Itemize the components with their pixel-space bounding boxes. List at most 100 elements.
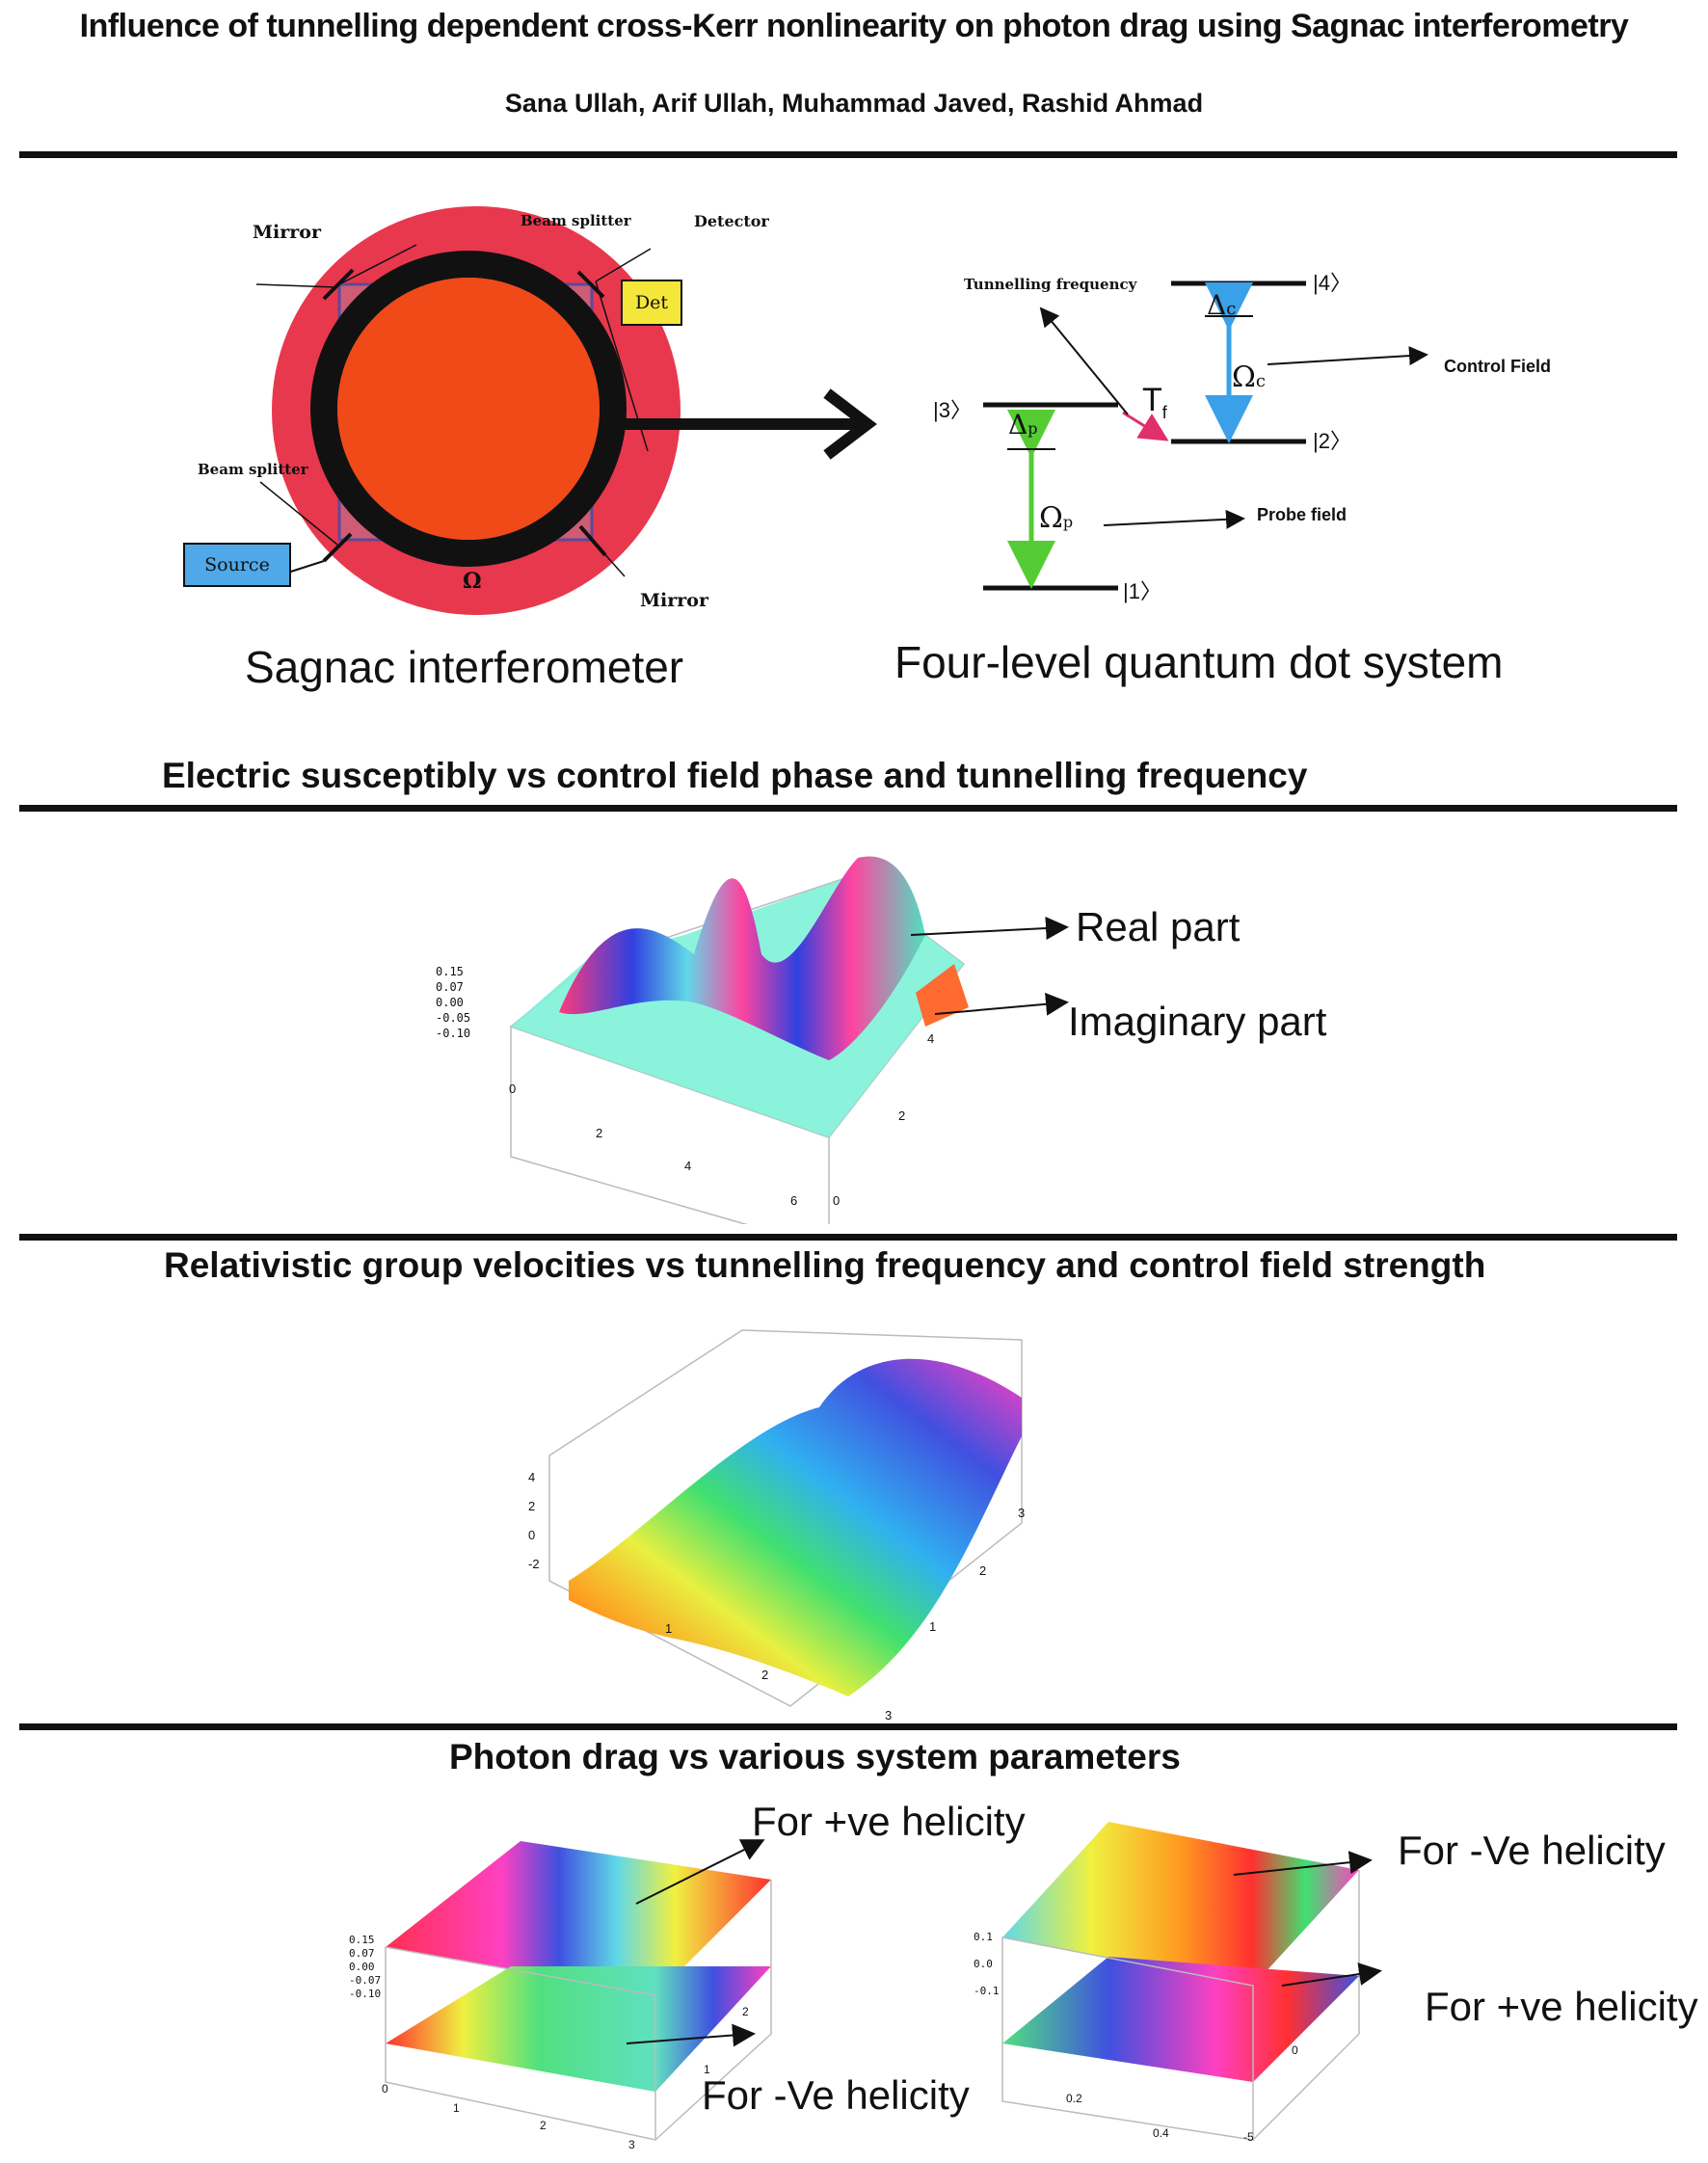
pointer [593,541,626,577]
label-beam-splitter-top: Beam splitter [520,212,631,229]
x-tick: 0.2 [1066,2092,1082,2105]
pointer [595,248,652,282]
sagnac-diagram [255,206,681,615]
photon-drag-left-plot [385,1841,772,2141]
pointer [259,481,338,546]
y-tick: 0 [833,1193,841,1208]
x-tick: 1 [453,2101,460,2115]
right-negative-helicity-label: For -Ve helicity [1398,1828,1666,1873]
plot-box-side [1252,1870,1360,2141]
positive-helicity-pointer [635,1839,765,1905]
quantum-dot-caption: Four-level quantum dot system [894,637,1504,687]
ket-3: |3〉 [933,398,972,422]
x-tick: 6 [790,1193,798,1208]
label-control-field: Control Field [1444,357,1551,376]
real-part-label: Real part [1076,904,1241,949]
x-tick: 4 [684,1159,692,1173]
probe-pointer [1103,509,1245,529]
real-part-pointer [910,917,1069,940]
label-delta-p: Δp [1008,409,1038,441]
control-pointer [1267,346,1428,366]
negative-helicity-pointer [1233,1851,1373,1876]
plot-box-side [654,1880,772,2141]
energy-level-diagram [983,280,1428,591]
x-tick: 2 [761,1668,769,1682]
x-tick: 2 [596,1126,603,1140]
positive-helicity-pointer [1281,1963,1382,1987]
divider [19,805,1677,812]
susceptibility-pointers [910,917,1069,1016]
detector-box: Det [621,280,682,326]
label-delta-c: Δc [1207,289,1237,321]
tunnelling-pointer [1039,307,1129,415]
ket-2: |2〉 [1313,429,1351,453]
pointer [255,283,336,288]
core-disk [337,278,600,540]
positive-helicity-surface [386,1841,771,1995]
y-tick: 2 [742,2005,749,2018]
photon-drag-title: Photon drag vs various system parameters [449,1737,1181,1776]
divider [19,1234,1677,1241]
label-probe-field: Probe field [1257,505,1348,524]
y-tick: 4 [927,1031,935,1046]
group-velocity-title: Relativistic group velocities vs tunnell… [164,1245,1486,1285]
label-detector: Detector [694,212,769,230]
y-tick: 1 [704,2063,710,2076]
label-tf: Tf [1142,382,1167,422]
beam-splitter-left [322,532,353,563]
group-velocity-surface [569,1358,1022,1696]
x-tick: 3 [628,2138,635,2151]
label-mirror-top: Mirror [253,222,321,243]
positive-helicity-surface [1002,1957,1359,2082]
left-pointers [626,1839,765,2047]
y-tick: 3 [1018,1506,1026,1520]
tunnelling-arrow [1122,411,1169,441]
negative-helicity-surface [386,1966,771,2092]
susceptibility-plot [509,856,969,1224]
author-list: Sana Ullah, Arif Ullah, Muhammad Javed, … [504,89,1204,118]
group-velocity-plot [548,1329,1023,1707]
y-tick: 2 [898,1108,906,1123]
negative-helicity-pointer [626,2023,756,2047]
divider [19,1723,1677,1730]
label-omega-c: Ωc [1232,360,1266,394]
ket-4: |4〉 [1313,271,1351,295]
label-mirror-bottom: Mirror [640,590,708,611]
fiber-ring [310,251,627,567]
arrow-head [823,388,877,460]
x-tick: 2 [540,2119,547,2132]
left-positive-helicity-label: For +ve helicity [752,1799,1026,1844]
mirror-top-left [322,268,355,301]
paper-title: Influence of tunnelling dependent cross-… [79,8,1629,44]
connector-arrow [607,388,877,460]
imag-part-surface [916,964,969,1027]
pointer [340,244,417,284]
label-tunnelling-frequency: Tunnelling frequency [964,276,1137,293]
susceptibility-title: Electric susceptibly vs control field ph… [162,756,1308,795]
right-pointers [1233,1851,1382,1987]
ket-1: |1〉 [1123,579,1161,603]
photon-drag-right-plot [1001,1822,1360,2141]
imaginary-part-label: Imaginary part [1068,999,1327,1044]
x-tick: 1 [665,1621,673,1636]
sagnac-caption: Sagnac interferometer [245,642,684,692]
x-tick: 3 [885,1708,893,1722]
x-tick: 0 [509,1082,517,1096]
real-part-surface [559,856,925,1060]
x-tick: 0.4 [1153,2126,1169,2140]
y-tick: -5 [1243,2130,1254,2144]
x-tick: 0 [382,2082,388,2096]
right-positive-helicity-label: For +ve helicity [1425,1984,1698,2029]
rotation-omega: Ω [463,569,482,594]
y-tick: 1 [929,1619,937,1634]
imag-part-pointer [934,992,1069,1016]
label-beam-splitter-left: Beam splitter [198,461,308,478]
source-box: Source [183,543,291,587]
divider [19,151,1677,158]
y-tick: 0 [1292,2043,1298,2057]
label-omega-p: Ωp [1039,501,1074,535]
